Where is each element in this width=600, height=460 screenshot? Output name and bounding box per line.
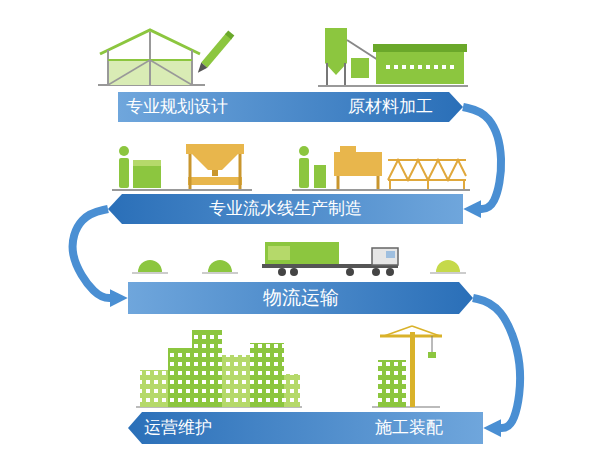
process-band: 专业流水线生产制造 <box>108 194 463 224</box>
step-label: 施工装配 <box>375 418 443 438</box>
arrow-band <box>128 412 483 444</box>
flow-arrow <box>73 209 112 298</box>
process-band: 物流运输 <box>128 282 473 314</box>
flow-arrow <box>473 298 520 428</box>
process-band: 运营维护 施工装配 <box>128 412 483 444</box>
factory-icon <box>318 28 468 86</box>
flow-arrow <box>463 107 501 209</box>
step-label: 专业流水线生产制造 <box>209 199 362 219</box>
transport-icon <box>132 242 466 276</box>
step-label: 原材料加工 <box>348 97 433 117</box>
step-label: 物流运输 <box>263 287 339 310</box>
building-icon <box>136 326 442 407</box>
step-label: 运营维护 <box>144 418 212 438</box>
process-band: 专业规划设计 原材料加工 <box>118 92 463 122</box>
design-icon <box>98 30 234 85</box>
arrow-band <box>118 92 463 122</box>
production-icon <box>112 144 470 190</box>
step-label: 专业规划设计 <box>126 97 228 117</box>
arrow-band <box>128 282 473 314</box>
arrow-band <box>108 194 463 224</box>
